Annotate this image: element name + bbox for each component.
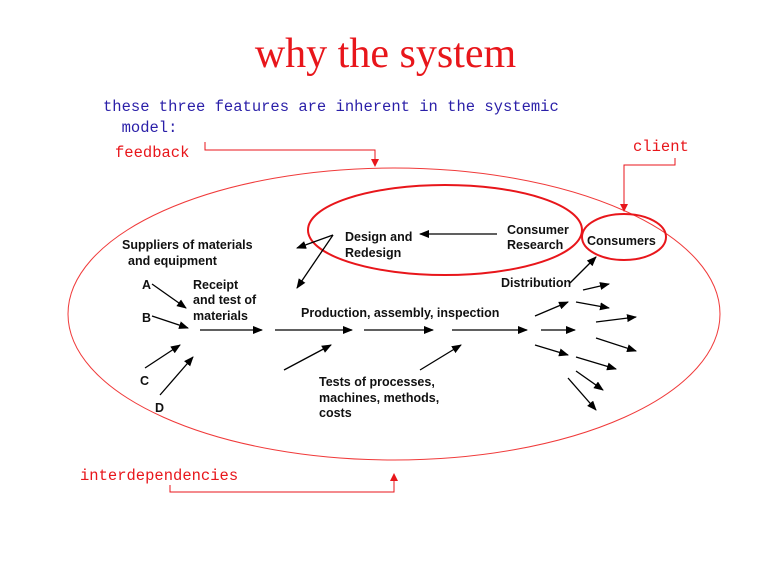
subtitle-line-1: these three features are inherent in the… bbox=[103, 98, 559, 116]
supplier-d-label: D bbox=[155, 401, 164, 415]
supplier-c-label: C bbox=[140, 374, 149, 388]
research-label: Consumer bbox=[507, 223, 569, 237]
interdependencies-callout: interdependencies bbox=[80, 467, 239, 485]
tests-label: Tests of processes, bbox=[319, 375, 435, 389]
receipt-label-2: and test of bbox=[193, 293, 257, 307]
supplier-b-label: B bbox=[142, 311, 151, 325]
receipt-label-3: materials bbox=[193, 309, 248, 323]
interdependencies-connector bbox=[169, 473, 398, 493]
flow-arrows bbox=[144, 230, 637, 411]
suppliers-label-2: and equipment bbox=[128, 254, 218, 268]
supplier-a-label: A bbox=[142, 278, 151, 292]
distribution-label: Distribution bbox=[501, 276, 571, 290]
design-research-ellipse bbox=[307, 184, 583, 276]
feedback-callout: feedback bbox=[115, 144, 190, 162]
research-label-2: Research bbox=[507, 238, 563, 252]
system-boundary-ellipse bbox=[67, 167, 721, 461]
client-callout: client bbox=[633, 138, 689, 156]
slide-title: why the system bbox=[254, 31, 517, 77]
design-label-2: Redesign bbox=[345, 246, 401, 260]
subtitle-line-2: model: bbox=[103, 119, 178, 137]
consumers-label: Consumers bbox=[587, 234, 656, 248]
consumers-ellipse bbox=[581, 213, 667, 261]
suppliers-label: Suppliers of materials bbox=[122, 238, 253, 252]
client-connector bbox=[620, 158, 676, 212]
design-label: Design and bbox=[345, 230, 412, 244]
receipt-label: Receipt bbox=[193, 278, 239, 292]
slide-subtitle: these three features are inherent in the… bbox=[103, 97, 559, 139]
feedback-connector bbox=[204, 142, 379, 167]
tests-label-3: costs bbox=[319, 406, 352, 420]
tests-label-2: machines, methods, bbox=[319, 391, 439, 405]
production-label: Production, assembly, inspection bbox=[301, 306, 499, 320]
